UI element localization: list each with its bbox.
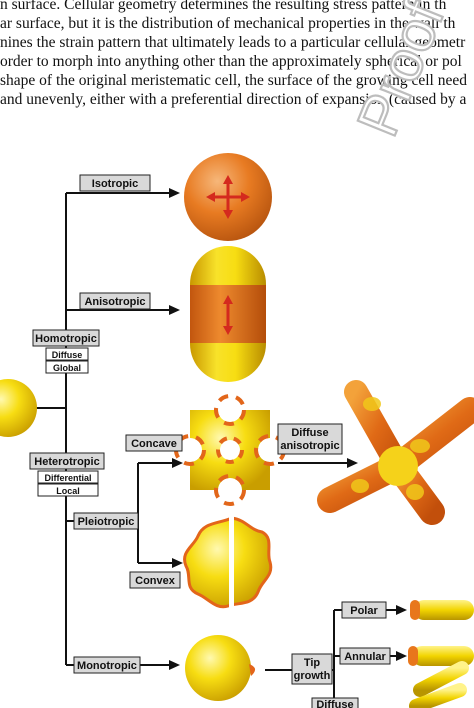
isotropic-arrows-icon [206, 175, 250, 219]
label-polar: Polar [341, 601, 387, 619]
convex-cell [183, 510, 273, 612]
arrowhead [169, 305, 180, 315]
label-anisotropic: Anisotropic [79, 292, 151, 310]
tree-arrowheads [169, 188, 407, 670]
label-monotropic: Monotropic [73, 656, 141, 674]
label-convex: Convex [129, 571, 181, 589]
label-heterotropic: Heterotropic Differential Local [29, 452, 105, 497]
origin-cell [0, 379, 37, 437]
svg-text:Diffuse: Diffuse [52, 350, 83, 360]
svg-text:Heterotropic: Heterotropic [34, 456, 99, 468]
arrowhead [172, 458, 183, 468]
arrowhead [347, 458, 358, 468]
label-isotropic: Isotropic [79, 174, 151, 192]
text-line: nines the strain pattern that ultimately… [0, 34, 466, 51]
svg-text:Annular: Annular [344, 651, 386, 663]
label-pleiotropic: Pleiotropic [73, 512, 139, 530]
svg-text:Monotropic: Monotropic [77, 660, 137, 672]
svg-text:Homotropic: Homotropic [35, 333, 97, 345]
concave-cell [174, 394, 286, 506]
proof-watermark: Proof [345, 0, 455, 146]
label-homotropic: Homotropic Diffuse Global [32, 329, 100, 374]
label-concave: Concave [125, 434, 183, 452]
arrowhead [169, 660, 180, 670]
svg-text:Concave: Concave [131, 438, 177, 450]
annular-rod [408, 646, 474, 708]
label-tip-growth: Tip growth [291, 653, 333, 685]
text-line: ar surface, but it is the distribution o… [0, 15, 456, 32]
text-line: shape of the original meristematic cell,… [0, 72, 467, 89]
svg-text:Diffuse: Diffuse [316, 699, 353, 708]
label-diffuse-anisotropic: Diffuse anisotropic [277, 423, 343, 455]
polar-rod [410, 600, 474, 620]
svg-text:Pleiotropic: Pleiotropic [78, 516, 135, 528]
diffuse-anisotropic-cell [317, 380, 474, 525]
label-diffuse-bottom: Diffuse [311, 697, 359, 708]
svg-text:Isotropic: Isotropic [92, 178, 138, 190]
text-line: n surface. Cellular geometry determines … [0, 0, 447, 13]
svg-text:Diffuse: Diffuse [291, 427, 328, 439]
svg-text:Tip: Tip [304, 657, 321, 669]
svg-text:Anisotropic: Anisotropic [84, 296, 145, 308]
svg-text:Polar: Polar [350, 605, 378, 617]
arrowhead [396, 651, 407, 661]
body-text: n surface. Cellular geometry determines … [0, 0, 474, 110]
svg-text:Differential: Differential [44, 473, 91, 483]
svg-text:growth: growth [294, 670, 331, 682]
text-line: order to morph into anything other than … [0, 53, 462, 70]
isotropic-cell [184, 153, 272, 241]
svg-text:Global: Global [53, 363, 81, 373]
anisotropic-cell [190, 246, 266, 382]
arrowhead [396, 605, 407, 615]
anisotropic-arrow-icon [223, 295, 233, 335]
monotropic-cell [185, 635, 256, 701]
svg-text:Convex: Convex [135, 575, 176, 587]
svg-text:Local: Local [56, 486, 80, 496]
svg-text:anisotropic: anisotropic [280, 440, 339, 452]
arrowhead [172, 558, 183, 568]
text-line: and unevenly, either with a preferential… [0, 91, 467, 108]
label-annular: Annular [339, 647, 391, 665]
arrowhead [169, 188, 180, 198]
